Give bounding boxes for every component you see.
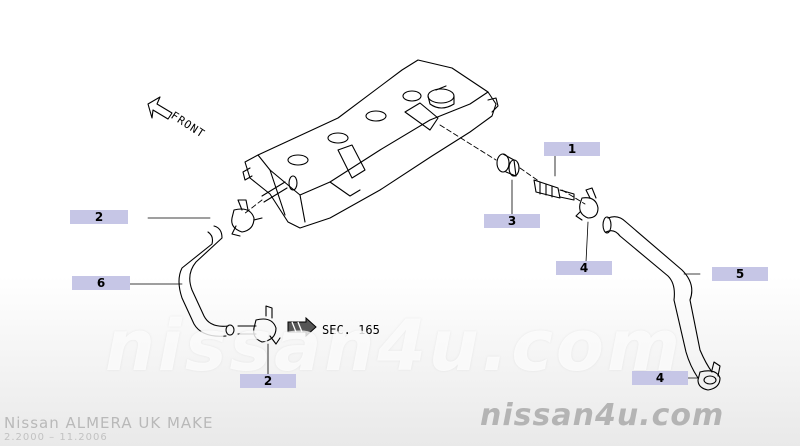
grommet-part-3 bbox=[496, 153, 520, 177]
hose-part-5 bbox=[602, 216, 713, 379]
clamp-part-4-lower bbox=[697, 361, 721, 391]
watermark: nissan4u.com bbox=[105, 305, 683, 387]
callout-part-4-upper: 4 bbox=[556, 261, 612, 275]
clamp-part-2-upper bbox=[231, 199, 263, 237]
pcv-valve-part-1 bbox=[533, 179, 575, 201]
callout-part-2-upper: 2 bbox=[70, 210, 128, 224]
callout-part-2-lower: 2 bbox=[240, 374, 296, 388]
callout-part-5: 5 bbox=[712, 267, 768, 281]
callout-part-3: 3 bbox=[484, 214, 540, 228]
model-dates: 2.2000 – 11.2006 bbox=[4, 432, 108, 443]
brand-logo-text: nissan4u.com bbox=[480, 398, 725, 433]
callout-part-6: 6 bbox=[72, 276, 130, 290]
clamp-part-4-upper bbox=[575, 187, 599, 221]
callout-part-4-lower: 4 bbox=[632, 371, 688, 385]
section-arrow-icon bbox=[287, 316, 317, 338]
front-arrow-icon bbox=[147, 96, 173, 120]
rocker-cover bbox=[242, 59, 499, 229]
model-title: Nissan ALMERA UK MAKE bbox=[4, 414, 214, 432]
callout-part-1: 1 bbox=[544, 142, 600, 156]
hose-part-6 bbox=[178, 225, 235, 337]
clamp-part-2-lower bbox=[237, 305, 281, 345]
section-reference: SEC. 165 bbox=[322, 323, 380, 337]
